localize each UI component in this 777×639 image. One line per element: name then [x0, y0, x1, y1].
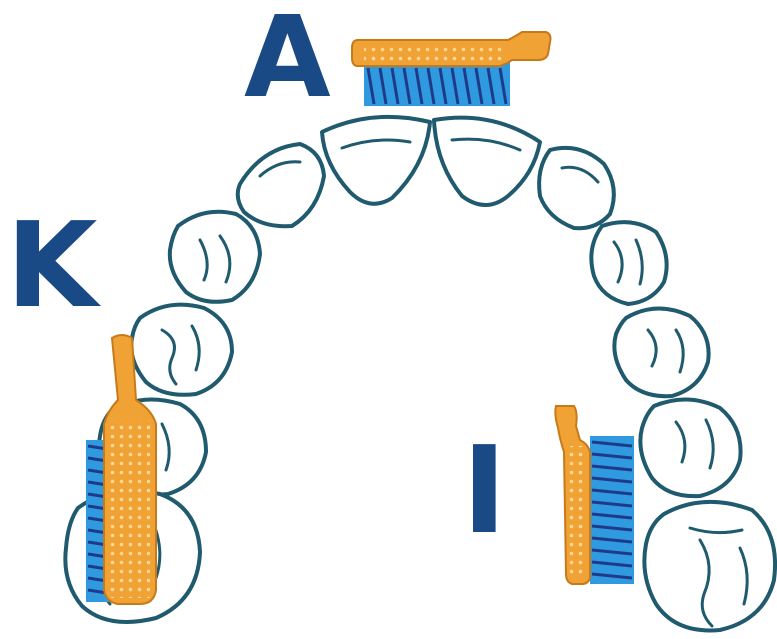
tooth-canine-right — [591, 222, 666, 304]
brush-right-bristles — [590, 436, 634, 584]
brush-right-handle — [555, 406, 590, 584]
tooth-lateral-incisor-left — [238, 144, 324, 226]
brush-top-bristles — [364, 62, 510, 106]
brush-top-handle — [352, 32, 551, 66]
tooth-central-incisor-right — [434, 118, 540, 205]
tooth-premolar-1-left — [131, 305, 232, 395]
tooth-canine-left — [170, 212, 260, 302]
label-a: A — [244, 2, 331, 114]
label-i: I — [462, 432, 507, 552]
dental-arch-icon — [65, 117, 775, 631]
toothbrush-icon — [352, 32, 551, 106]
label-k: K — [6, 206, 97, 324]
tooth-premolar-2-right — [640, 399, 740, 496]
tooth-lateral-incisor-right — [539, 148, 614, 228]
tooth-premolar-1-right — [614, 308, 708, 396]
tooth-molar-right — [644, 502, 775, 631]
toothbrush-icon — [555, 406, 634, 584]
tooth-central-incisor-left — [322, 117, 430, 204]
